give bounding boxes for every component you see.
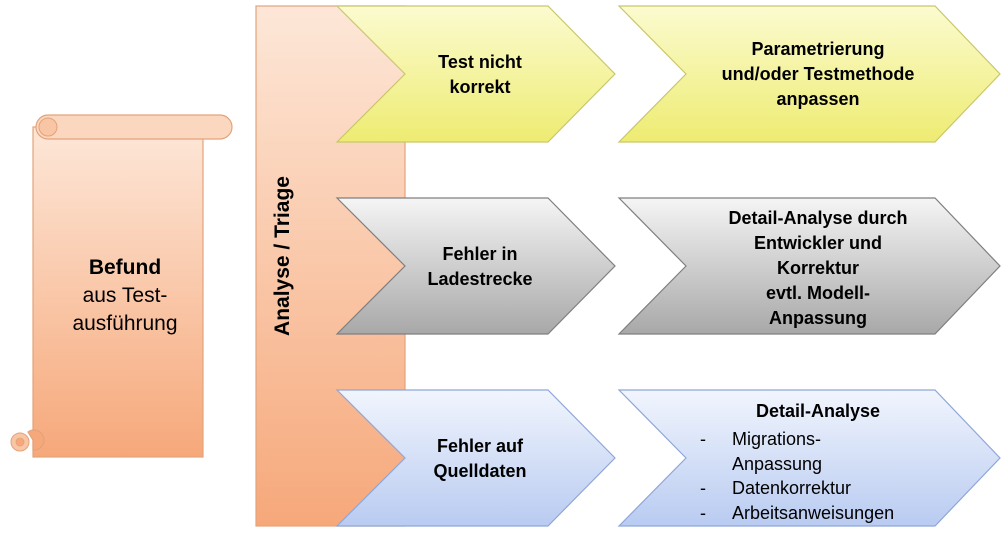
cause-text-1: Test nicht korrekt — [410, 50, 550, 100]
cause-1-line-1: Test nicht — [438, 52, 522, 72]
triage-label-text: Analyse / Triage — [271, 176, 294, 336]
cause-1-line-2: korrekt — [449, 77, 511, 97]
cause-chevron-3 — [335, 389, 616, 527]
list-item-text: Arbeitsanweisungen — [732, 502, 895, 523]
action-2-line-2: Entwickler und — [753, 233, 883, 253]
action-1-line-1: Parametrierung — [751, 39, 885, 59]
action-3-title: Detail-Analyse — [755, 401, 881, 421]
list-item-line: Anpassung — [732, 453, 823, 474]
befund-scroll — [10, 114, 233, 458]
cause-chevron-1 — [335, 5, 616, 143]
list-dash: - — [700, 478, 706, 498]
action-chevron-3 — [617, 389, 1001, 527]
list-item: - Migrations- Anpassung — [700, 427, 980, 476]
list-item: - Datenkorrektur — [700, 476, 980, 501]
befund-title: Befund — [88, 256, 162, 279]
cause-2-line-1: Fehler in — [442, 244, 518, 264]
action-text-1: Parametrierung und/oder Testmethode anpa… — [688, 37, 948, 112]
befund-subtitle-line1: aus Test- — [82, 284, 168, 307]
action-2-line-4: evtl. Modell- — [765, 283, 870, 303]
cause-2-line-2: Ladestrecke — [427, 269, 533, 289]
action-chevron-2 — [617, 197, 1001, 335]
action-chevron-1 — [617, 5, 1001, 143]
list-item-text: Datenkorrektur — [732, 478, 852, 498]
list-dash: - — [700, 502, 706, 523]
cause-chevron-2 — [335, 197, 616, 335]
befund-subtitle: aus Test- ausführung — [40, 282, 210, 338]
list-item: - Arbeitsanweisungen — [700, 501, 980, 526]
action-2-line-5: Anpassung — [768, 308, 867, 328]
action-2-line-3: Korrektur — [776, 258, 860, 278]
cause-text-2: Fehler in Ladestrecke — [410, 242, 550, 292]
action-3-list: - Migrations- Anpassung - Datenkorrektur… — [700, 427, 980, 525]
list-dash: - — [700, 429, 706, 449]
cause-3-line-2: Quelldaten — [433, 461, 527, 481]
action-1-line-2: und/oder Testmethode — [721, 64, 915, 84]
befund-subtitle-line2: ausführung — [72, 312, 178, 335]
list-item-text: Migrations- Anpassung — [732, 427, 822, 476]
action-2-line-1: Detail-Analyse durch — [728, 208, 908, 228]
list-item-line: Migrations- — [732, 429, 822, 449]
action-1-line-3: anpassen — [776, 89, 860, 109]
action-text-2: Detail-Analyse durch Entwickler und Korr… — [688, 206, 948, 331]
cause-3-line-1: Fehler auf — [436, 436, 524, 456]
cause-text-3: Fehler auf Quelldaten — [410, 434, 550, 484]
